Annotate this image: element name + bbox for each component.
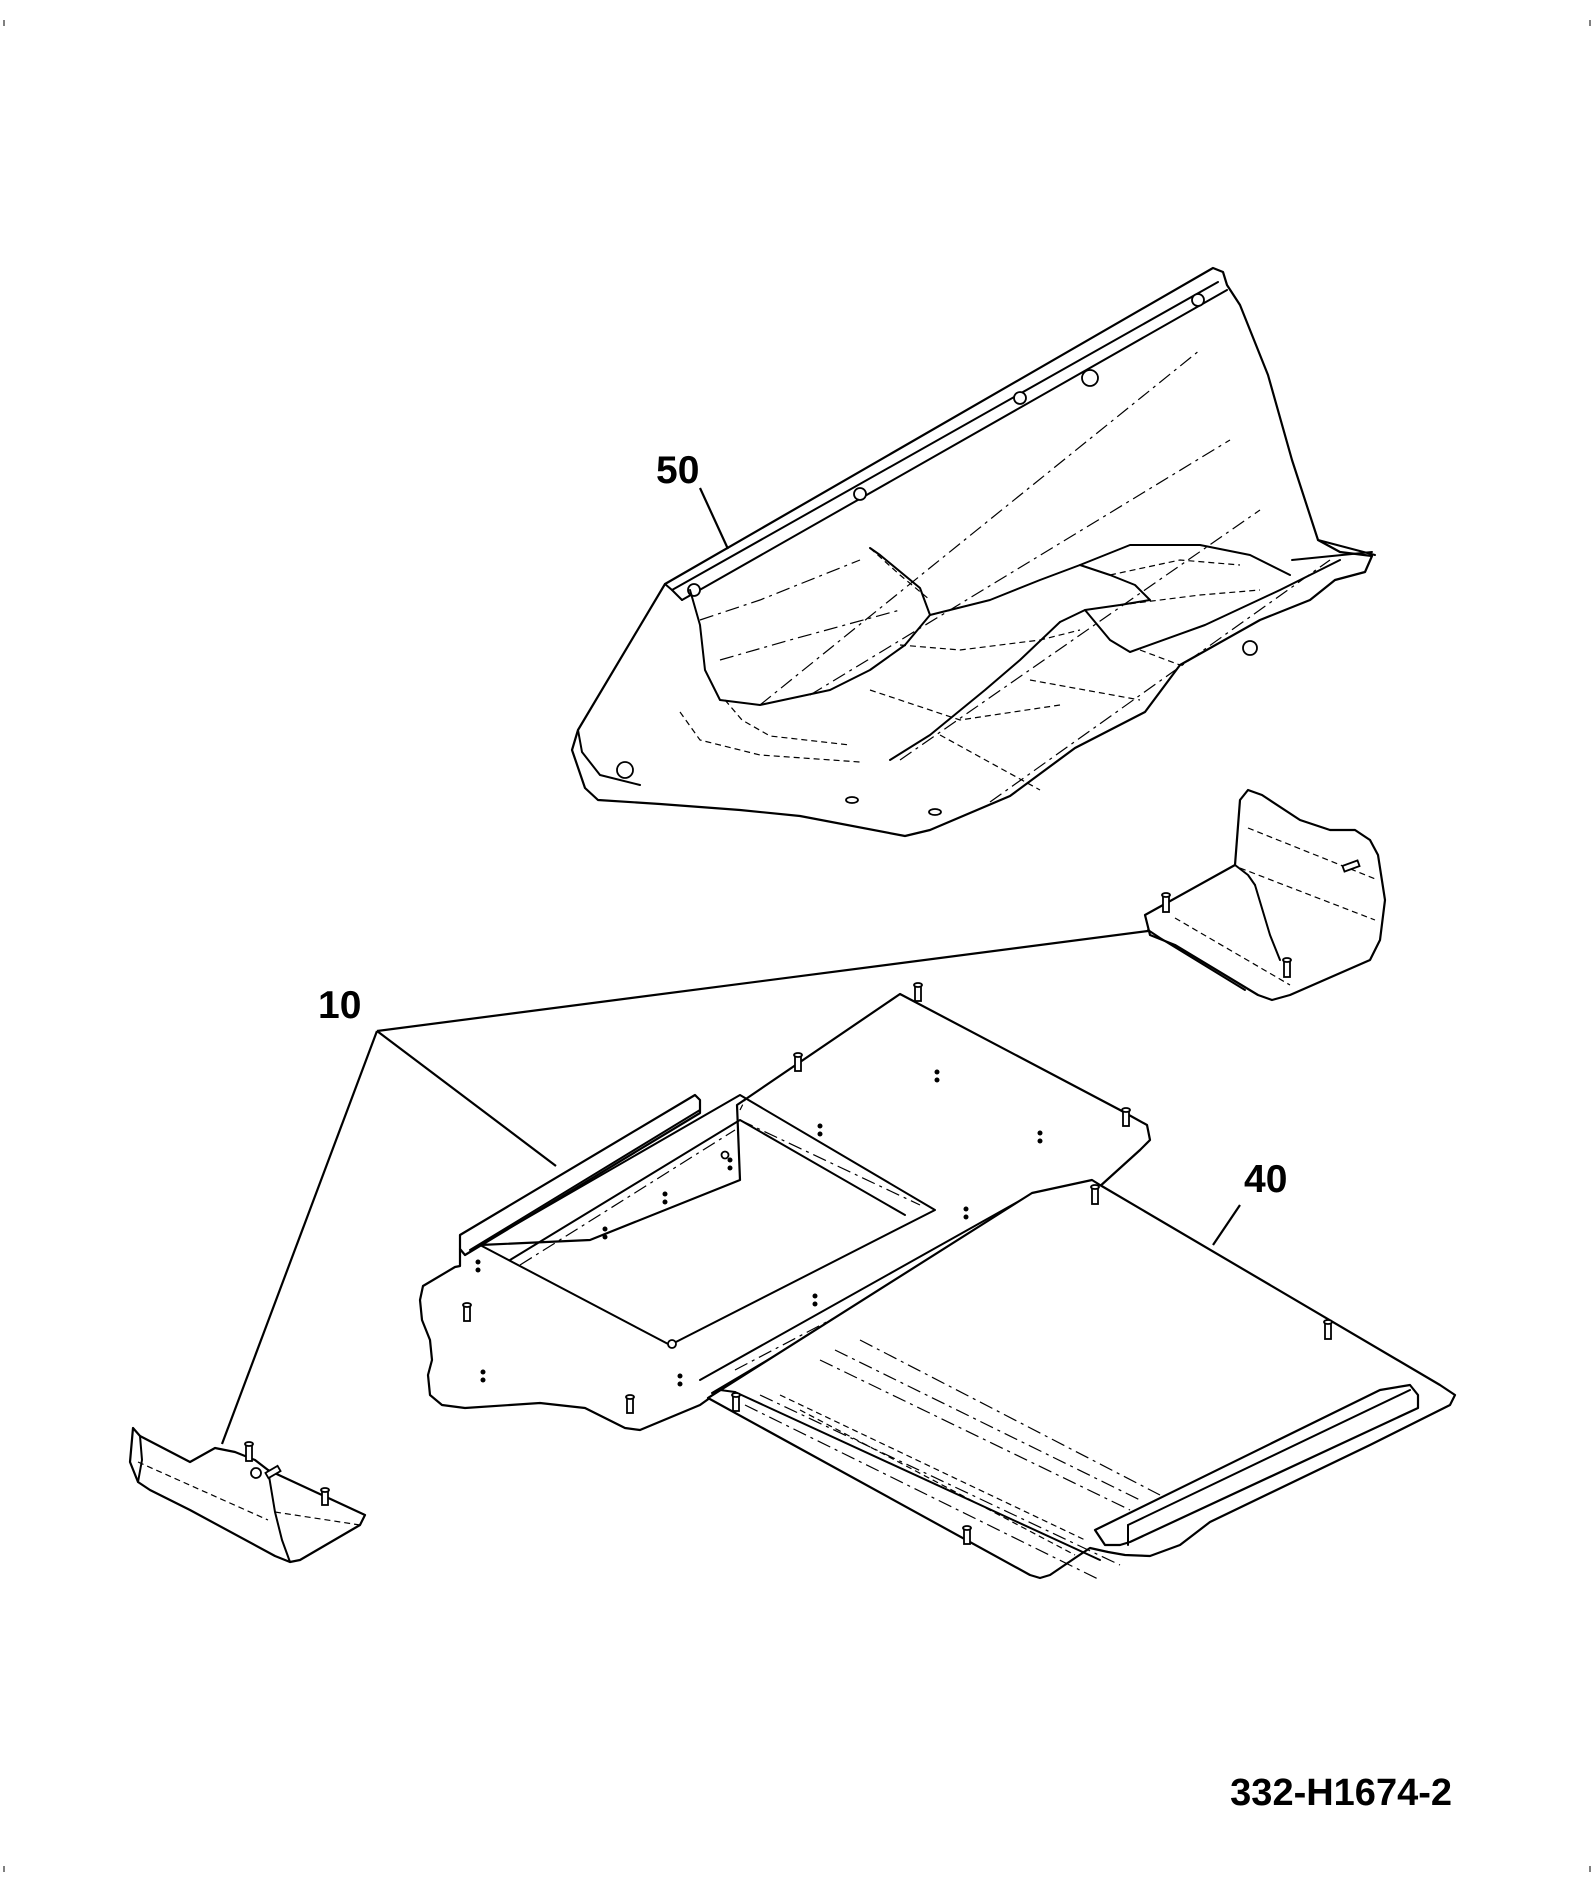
callout-40: 40 bbox=[1244, 1158, 1287, 1201]
leader-50 bbox=[699, 487, 729, 550]
part-10-left-bracket[interactable] bbox=[128, 1426, 367, 1564]
leader-10-plate bbox=[376, 1030, 557, 1167]
base-holes bbox=[475, 1069, 1043, 1387]
leader-10-right bbox=[376, 929, 1149, 1033]
base-studs bbox=[462, 982, 1131, 1414]
part-40-plate[interactable] bbox=[706, 1178, 1457, 1581]
callout-50: 50 bbox=[656, 449, 699, 492]
callout-10: 10 bbox=[318, 984, 361, 1027]
part-10-right-bracket[interactable] bbox=[1143, 788, 1387, 1002]
leader-lines bbox=[220, 487, 1241, 1445]
leader-40 bbox=[1212, 1204, 1241, 1246]
corner-marks bbox=[3, 20, 1591, 1872]
part-50-cover[interactable] bbox=[570, 266, 1376, 838]
leader-10-left bbox=[220, 1030, 379, 1445]
drawing-number: 332-H1674-2 bbox=[1230, 1772, 1452, 1814]
